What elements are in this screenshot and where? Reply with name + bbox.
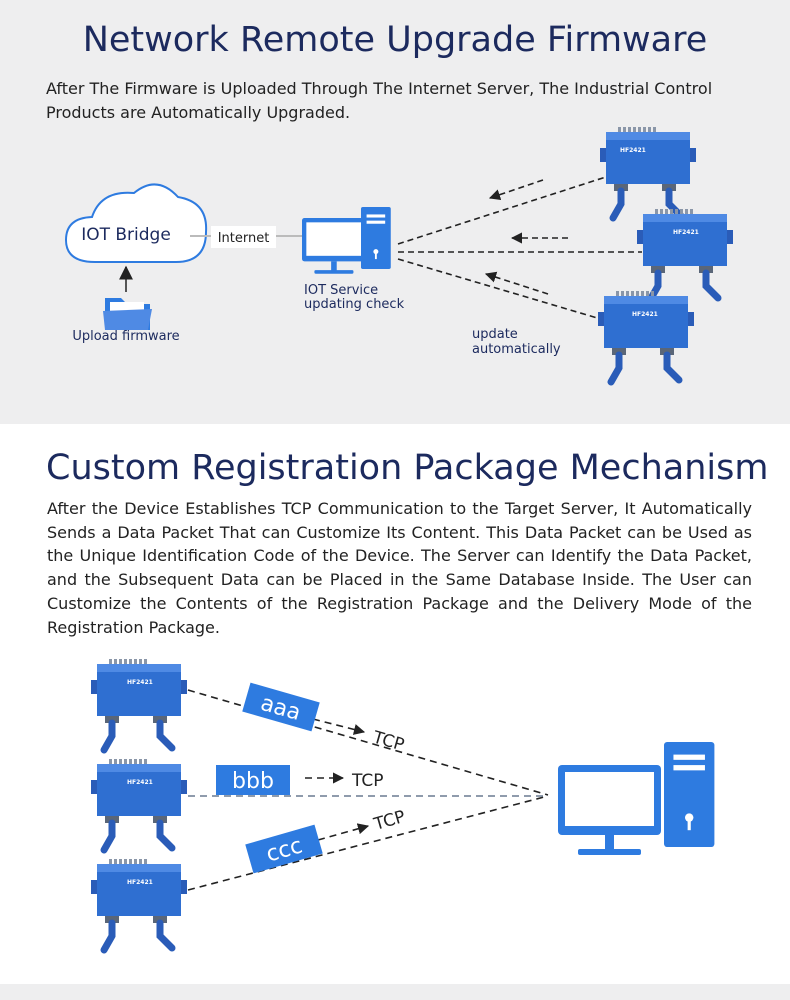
- target-server-tower: [664, 742, 715, 847]
- iot-service-computer: [302, 218, 366, 274]
- svg-text:bbb: bbb: [232, 769, 274, 794]
- registration-section-description: After the Device Establishes TCP Communi…: [47, 499, 752, 637]
- iot-bridge-cloud: [64, 183, 208, 263]
- registration-section-title: Custom Registration Package Mechanism: [46, 448, 769, 488]
- svg-text:HF2421: HF2421: [620, 147, 646, 154]
- footer-band: [0, 984, 790, 1000]
- service-label-line1: IOT Service: [304, 283, 378, 298]
- cloud-label: IOT Bridge: [81, 225, 171, 245]
- update-label-line1: update: [472, 327, 518, 342]
- svg-text:HF2421: HF2421: [127, 679, 153, 686]
- svg-text:HF2421: HF2421: [673, 229, 699, 236]
- packet-ccc: ccc: [245, 824, 323, 874]
- svg-text:HF2421: HF2421: [127, 779, 153, 786]
- source-device-3: HF2421: [91, 859, 187, 950]
- service-label-line2: updating check: [304, 297, 405, 312]
- svg-text:HF2421: HF2421: [632, 311, 658, 318]
- iot-service-tower: [361, 207, 391, 269]
- packet-aaa-protocol: TCP: [370, 727, 407, 755]
- upgrade-links: [397, 174, 642, 321]
- folder-icon: [103, 298, 152, 330]
- source-device-2: HF2421: [91, 759, 187, 850]
- target-server-computer: [558, 765, 661, 855]
- firmware-section-description: After The Firmware is Uploaded Through T…: [46, 79, 713, 122]
- target-device-1: HF2421: [600, 127, 696, 218]
- packet-aaa: aaa: [242, 682, 320, 732]
- firmware-section-title: Network Remote Upgrade Firmware: [82, 20, 708, 60]
- internet-badge: [211, 226, 276, 248]
- internet-label: Internet: [218, 231, 270, 246]
- update-label-line2: automatically: [472, 342, 561, 357]
- target-device-3: HF2421: [598, 291, 694, 382]
- upload-label: Upload firmware: [72, 329, 179, 344]
- target-device-2: HF2421: [637, 209, 733, 300]
- svg-text:HF2421: HF2421: [127, 879, 153, 886]
- packet-ccc-protocol: TCP: [371, 807, 408, 835]
- source-device-1: HF2421: [91, 659, 187, 750]
- packet-bbb-protocol: TCP: [351, 771, 384, 791]
- packet-bbb: bbb: [216, 765, 290, 795]
